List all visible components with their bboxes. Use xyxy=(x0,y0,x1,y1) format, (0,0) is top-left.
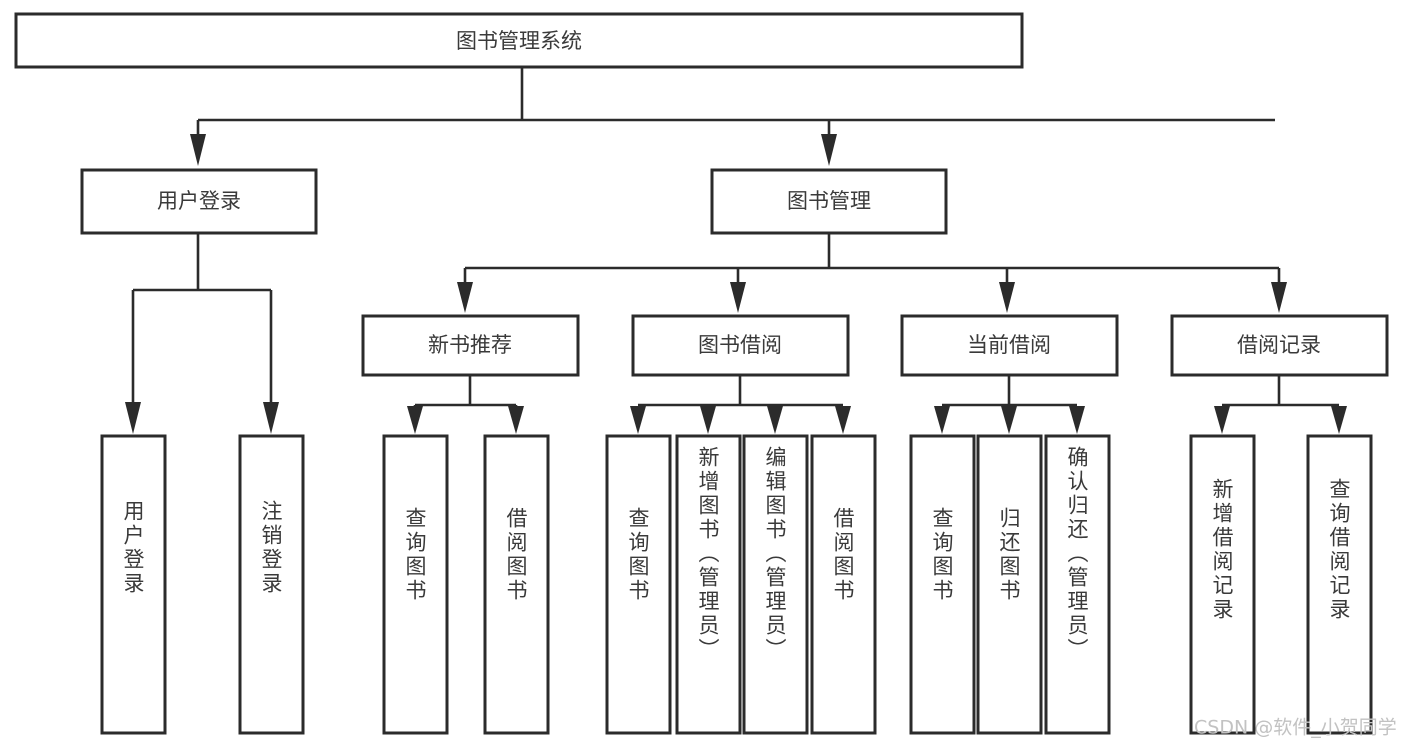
node-leaf-add-book[interactable]: 新增图书（管理员） xyxy=(675,434,742,735)
arrow-icon-leaf-user-login xyxy=(125,402,141,434)
node-user-login[interactable]: 用户登录 xyxy=(80,168,318,235)
node-leaf-query-book-3[interactable]: 查询图书 xyxy=(909,434,976,735)
node-leaf-add-record[interactable]: 新增借阅记录 xyxy=(1189,434,1256,735)
node-root-label: 图书管理系统 xyxy=(456,29,582,53)
connector-user-login-to-leaves xyxy=(125,233,279,434)
node-book-management-label: 图书管理 xyxy=(787,189,871,213)
node-root[interactable]: 图书管理系统 xyxy=(14,12,1024,69)
node-leaf-add-record-box[interactable] xyxy=(1189,434,1256,735)
node-root-box[interactable] xyxy=(14,12,1024,69)
connector-current-borrow-to-leaves xyxy=(934,375,1085,434)
node-book-borrow-box[interactable] xyxy=(631,314,850,377)
node-leaf-query-book-2-box[interactable] xyxy=(605,434,672,735)
arrow-icon-leaf-edit-book xyxy=(767,406,783,434)
node-leaf-borrow-book-2-box[interactable] xyxy=(810,434,877,735)
node-leaf-confirm-return-label: 确认归还（管理员） xyxy=(1065,446,1089,662)
node-new-book-recommend-label: 新书推荐 xyxy=(428,333,512,357)
node-leaf-query-book-2[interactable]: 查询图书 xyxy=(605,434,672,735)
node-book-management[interactable]: 图书管理 xyxy=(710,168,948,235)
node-current-borrow[interactable]: 当前借阅 xyxy=(900,314,1119,377)
node-leaf-add-book-box[interactable] xyxy=(675,434,742,735)
node-leaf-logout[interactable]: 注销登录 xyxy=(238,434,305,735)
node-leaf-borrow-book-2[interactable]: 借阅图书 xyxy=(810,434,877,735)
node-book-borrow[interactable]: 图书借阅 xyxy=(631,314,850,377)
connector-borrow-record-to-leaves xyxy=(1214,375,1347,434)
node-leaf-add-book-label: 新增图书（管理员） xyxy=(696,446,720,662)
node-current-borrow-label: 当前借阅 xyxy=(967,333,1051,357)
arrow-icon-book-management xyxy=(821,134,837,166)
arrow-icon-leaf-query-record xyxy=(1331,406,1347,434)
node-leaf-confirm-return[interactable]: 确认归还（管理员） xyxy=(1044,434,1111,735)
connector-new-book-recommend-to-leaves xyxy=(407,375,524,434)
node-leaf-edit-book[interactable]: 编辑图书（管理员） xyxy=(742,434,809,735)
connector-book-management-to-level3 xyxy=(457,233,1287,313)
node-current-borrow-box[interactable] xyxy=(900,314,1119,377)
node-leaf-query-book-3-label: 查询图书 xyxy=(930,507,954,603)
node-leaf-edit-book-box[interactable] xyxy=(742,434,809,735)
node-leaf-query-record[interactable]: 查询借阅记录 xyxy=(1306,434,1373,735)
node-leaf-borrow-book-1-label: 借阅图书 xyxy=(504,507,528,603)
node-leaf-confirm-return-box[interactable] xyxy=(1044,434,1111,735)
arrow-icon-book-borrow xyxy=(730,282,746,313)
arrow-icon-leaf-add-record xyxy=(1214,406,1230,434)
arrow-icon-current-borrow xyxy=(999,282,1015,313)
node-leaf-query-record-label: 查询借阅记录 xyxy=(1327,478,1351,622)
node-borrow-record-box[interactable] xyxy=(1170,314,1389,377)
node-leaf-borrow-book-1[interactable]: 借阅图书 xyxy=(483,434,550,735)
node-leaf-user-login-box[interactable] xyxy=(100,434,167,735)
node-leaf-edit-book-label: 编辑图书（管理员） xyxy=(763,446,787,662)
node-borrow-record-label: 借阅记录 xyxy=(1237,333,1321,357)
watermark-label: CSDN @软件_小贺同学 xyxy=(1194,717,1397,739)
node-book-management-box[interactable] xyxy=(710,168,948,235)
arrow-icon-leaf-borrow-book-2 xyxy=(835,406,851,434)
node-leaf-query-book-3-box[interactable] xyxy=(909,434,976,735)
node-leaf-user-login[interactable]: 用户登录 xyxy=(100,434,167,735)
node-leaf-return-book-label: 归还图书 xyxy=(997,507,1021,603)
node-user-login-box[interactable] xyxy=(80,168,318,235)
node-book-borrow-label: 图书借阅 xyxy=(698,333,782,357)
node-leaf-user-login-label: 用户登录 xyxy=(121,500,145,596)
node-new-book-recommend[interactable]: 新书推荐 xyxy=(361,314,580,377)
node-leaf-query-book-1-label: 查询图书 xyxy=(403,507,427,603)
node-user-login-label: 用户登录 xyxy=(157,189,241,213)
arrow-icon-user-login xyxy=(190,134,206,166)
arrow-icon-leaf-return-book xyxy=(1001,406,1017,434)
node-leaf-query-book-1-box[interactable] xyxy=(382,434,449,735)
node-leaf-borrow-book-1-box[interactable] xyxy=(483,434,550,735)
arrow-icon-new-book-recommend xyxy=(457,282,473,313)
arrow-icon-leaf-logout xyxy=(263,402,279,434)
node-leaf-query-book-2-label: 查询图书 xyxy=(626,507,650,603)
node-leaf-logout-box[interactable] xyxy=(238,434,305,735)
node-new-book-recommend-box[interactable] xyxy=(361,314,580,377)
arrow-icon-leaf-borrow-book-1 xyxy=(508,406,524,434)
arrow-icon-leaf-add-book xyxy=(700,406,716,434)
connector-book-borrow-to-leaves xyxy=(630,375,851,434)
node-leaf-return-book[interactable]: 归还图书 xyxy=(976,434,1043,735)
node-borrow-record[interactable]: 借阅记录 xyxy=(1170,314,1389,377)
arrow-icon-leaf-query-book-3 xyxy=(934,406,950,434)
arrow-icon-leaf-query-book-2 xyxy=(630,406,646,434)
node-leaf-logout-label: 注销登录 xyxy=(259,500,283,596)
arrow-icon-borrow-record xyxy=(1271,282,1287,313)
arrow-icon-leaf-query-book-1 xyxy=(407,406,423,434)
node-leaf-query-record-box[interactable] xyxy=(1306,434,1373,735)
node-leaf-return-book-box[interactable] xyxy=(976,434,1043,735)
connector-root-to-level2 xyxy=(190,67,1275,166)
node-leaf-borrow-book-2-label: 借阅图书 xyxy=(831,507,855,603)
arrow-icon-leaf-confirm-return xyxy=(1069,406,1085,434)
node-leaf-query-book-1[interactable]: 查询图书 xyxy=(382,434,449,735)
node-leaf-add-record-label: 新增借阅记录 xyxy=(1210,478,1234,622)
